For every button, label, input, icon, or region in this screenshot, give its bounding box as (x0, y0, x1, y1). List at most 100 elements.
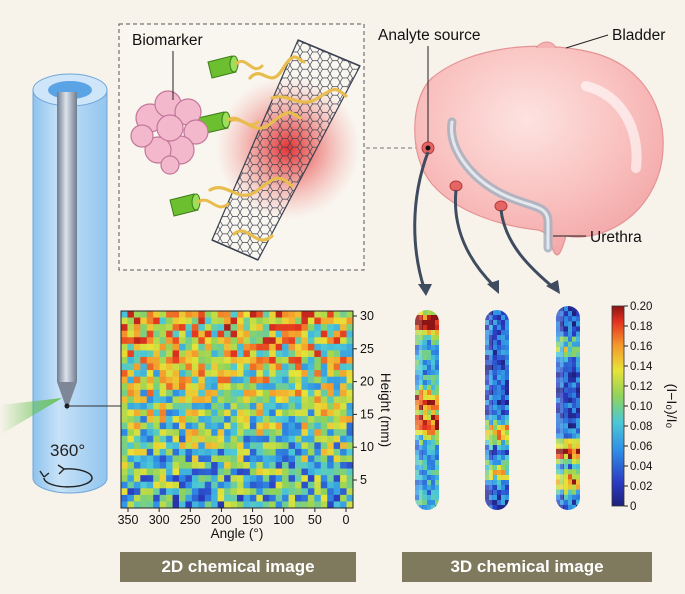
heatmap-cell (159, 363, 167, 371)
cylinder-cell (431, 480, 436, 486)
heatmap-cell (211, 494, 218, 502)
y-tick-label: 20 (360, 375, 374, 389)
heatmap-cell (179, 350, 186, 358)
heatmap-cell (307, 356, 315, 364)
cylinder-cell (505, 460, 509, 466)
cylinder-cell (564, 408, 569, 414)
heatmap-cell (314, 317, 322, 325)
cylinder-cell (576, 469, 580, 475)
heatmap-cell (301, 429, 309, 437)
cylinder-cell (560, 484, 565, 490)
cylinder-cell (564, 316, 569, 322)
heatmap-cell (146, 494, 154, 502)
cylinder-cell (435, 450, 439, 456)
heatmap-cell (288, 396, 296, 404)
heatmap-cell (224, 494, 231, 502)
cylinder-cell (489, 460, 494, 466)
heatmap-cell (224, 435, 231, 443)
heatmap-cell (327, 416, 334, 423)
heatmap-cell (288, 455, 296, 463)
cylinder-cell (489, 480, 494, 486)
cylinder-cell (431, 400, 436, 406)
cylinder-cell (572, 326, 577, 332)
cylinder-cell (423, 395, 428, 401)
cylinder-cell (505, 390, 509, 396)
heatmap-cell (121, 481, 128, 489)
heatmap-cell (224, 488, 231, 496)
cylinder-cell (493, 335, 498, 341)
heatmap-cell (191, 376, 199, 384)
cylinder-cell (485, 490, 490, 496)
heatmap-cell (307, 396, 315, 404)
cylinder-cell (415, 375, 420, 381)
cylinder-cell (427, 310, 432, 316)
heatmap-cell (288, 462, 296, 469)
heatmap-cell (191, 330, 199, 338)
heatmap-cell (204, 435, 212, 443)
heatmap-cell (185, 501, 193, 509)
heatmap-cell (159, 442, 167, 450)
cylinder-cell (419, 465, 424, 471)
heatmap-cell (320, 468, 328, 476)
cylinder-cell (431, 335, 436, 341)
cylinder-cell (497, 495, 502, 501)
heatmap-cell (172, 337, 180, 345)
cylinder-cell (497, 395, 502, 401)
heatmap-cell (127, 442, 135, 450)
cylinder-cell (435, 395, 439, 401)
cylinder-cell (501, 455, 506, 461)
cylinder-cell (564, 336, 569, 342)
heatmap-cell (159, 416, 167, 423)
heatmap-cell (204, 448, 212, 456)
cylinder-cell (572, 402, 577, 409)
cylinder-cell (497, 475, 502, 481)
heatmap-cell (340, 468, 347, 476)
cylinder-cell (497, 470, 502, 476)
cylinder-cell (427, 385, 432, 391)
heatmap-cell (159, 350, 167, 358)
heatmap-cell (198, 409, 206, 417)
cylinder-cell (497, 430, 502, 436)
heatmap-cell (133, 402, 141, 410)
cylinder-cell (568, 367, 573, 373)
heatmap-cell (121, 455, 128, 463)
heatmap-cell (159, 501, 167, 509)
heatmap-cell (121, 448, 128, 456)
cylinder-cell (419, 490, 424, 496)
cylinder-cell (415, 490, 420, 496)
heatmap-cell (166, 350, 173, 358)
cylinder-cell (572, 504, 577, 510)
heatmap-cell (133, 370, 141, 377)
cylinder-cell (489, 375, 494, 381)
cylinder-cell (419, 365, 424, 371)
heatmap-cell (179, 356, 186, 364)
cylinder-cell (572, 351, 577, 358)
cylinder-cell (556, 453, 561, 460)
cylinder-cell (556, 438, 561, 444)
heatmap-cell (146, 429, 154, 437)
cylinder-cell (556, 346, 561, 353)
heatmap-cell (153, 448, 160, 456)
heatmap-cell (237, 376, 244, 384)
cylinder-cell (485, 315, 490, 321)
heatmap-cell (288, 488, 296, 496)
heatmap-cell (262, 409, 270, 417)
heatmap-ylabel: Height (mm) (378, 373, 393, 447)
heatmap-cell (230, 481, 238, 489)
heatmap-cell (185, 475, 193, 483)
cylinder-cell (497, 390, 502, 396)
heatmap-cell (288, 389, 296, 397)
heatmap-cell (146, 311, 154, 318)
heatmap-cell (127, 324, 135, 331)
heatmap-cell (179, 363, 186, 371)
heatmap-cell (262, 330, 270, 338)
heatmap-cell (340, 311, 347, 318)
heatmap-cell (307, 442, 315, 450)
cylinder-cell (415, 410, 420, 416)
cylinder-cell (427, 335, 432, 341)
heatmap-cell (179, 409, 186, 417)
heatmap-cell (224, 383, 231, 391)
heatmap-cell (249, 475, 257, 483)
cylinder-cell (485, 340, 490, 346)
heatmap-cell (198, 462, 206, 469)
